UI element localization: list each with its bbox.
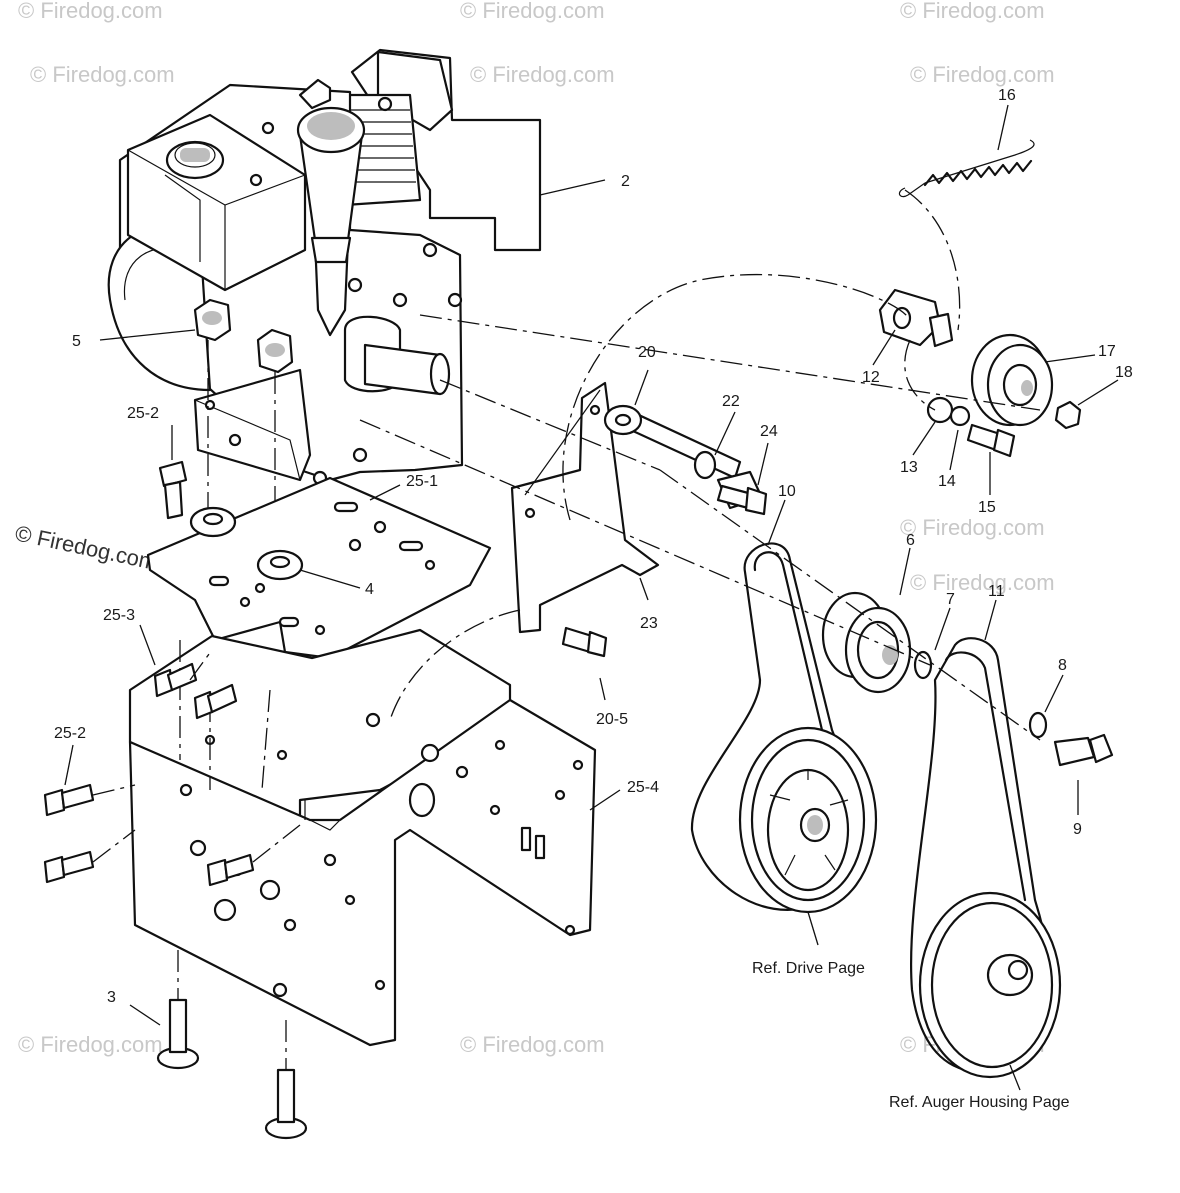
watermark: © Firedog.com	[460, 1032, 605, 1057]
watermark: © Firedog.com	[900, 0, 1045, 23]
callout-25-4: 25-4	[627, 779, 659, 796]
carriage-bolts	[156, 950, 308, 1140]
callout-20: 20	[638, 344, 656, 361]
callout-13: 13	[900, 459, 918, 476]
drive-pulley	[738, 726, 878, 914]
callout-14: 14	[938, 473, 956, 490]
callout-23: 23	[640, 615, 658, 632]
callout-24: 24	[760, 423, 778, 440]
watermark: © Firedog.com	[470, 62, 615, 87]
spring	[898, 139, 1035, 198]
watermark: © Firedog.com	[460, 0, 605, 23]
callout-18: 18	[1115, 364, 1133, 381]
callout-16: 16	[998, 87, 1016, 104]
callout-10: 10	[778, 483, 796, 500]
callout-3: 3	[107, 989, 116, 1006]
spacer	[913, 650, 933, 680]
bolt-24	[716, 484, 768, 516]
auger-pulley	[918, 891, 1062, 1079]
bolt-20-5	[561, 626, 608, 658]
callout-12: 12	[862, 369, 880, 386]
callout-6: 6	[906, 532, 915, 549]
idler-bracket	[510, 381, 660, 634]
engine-mounting-plate	[146, 476, 492, 660]
spacer-13	[926, 396, 954, 424]
watermark-primary: © Firedog.com	[13, 520, 160, 575]
idler-pulley	[970, 333, 1054, 427]
callout-15: 15	[978, 499, 996, 516]
leader-lines	[64, 104, 1119, 1091]
frame-assembly	[128, 628, 597, 1047]
callout-4: 4	[365, 581, 374, 598]
centerlines	[359, 189, 1041, 741]
bolt	[1053, 733, 1114, 767]
watermark: © Firedog.com	[910, 570, 1055, 595]
watermark: © Firedog.com	[18, 1032, 163, 1057]
watermark: © Firedog.com	[30, 62, 175, 87]
idler-bushing	[878, 288, 954, 348]
washer-14	[949, 405, 971, 427]
callout-25-1: 25-1	[406, 473, 438, 490]
callout-22: 22	[722, 393, 740, 410]
callout-25-3: 25-3	[103, 607, 135, 624]
callout-25-2: 25-2	[54, 725, 86, 742]
callout-8: 8	[1058, 657, 1067, 674]
shoulder-bolt	[966, 423, 1016, 458]
callout-5: 5	[72, 333, 81, 350]
ref-drive-page: Ref. Drive Page	[752, 960, 865, 977]
callout-2: 2	[621, 173, 630, 190]
callout-25-2: 25-2	[127, 405, 159, 422]
watermark: © Firedog.com	[900, 515, 1045, 540]
ref-auger-housing-page: Ref. Auger Housing Page	[889, 1094, 1070, 1111]
callout-17: 17	[1098, 343, 1116, 360]
frame-bolts	[43, 460, 301, 887]
callout-labels: 2 3 4 5 6 7 8 9 10 11 12 13 14 15 16 17 …	[54, 87, 1133, 1006]
hex-nut	[1054, 400, 1082, 430]
callout-7: 7	[946, 591, 955, 608]
washer	[1028, 711, 1048, 739]
callout-20-5: 20-5	[596, 711, 628, 728]
callout-9: 9	[1073, 821, 1082, 838]
watermark: © Firedog.com	[910, 62, 1055, 87]
callout-11: 11	[988, 583, 1005, 600]
watermark: © Firedog.com	[18, 0, 163, 23]
engine	[107, 48, 542, 550]
engine-pulley	[821, 591, 912, 694]
